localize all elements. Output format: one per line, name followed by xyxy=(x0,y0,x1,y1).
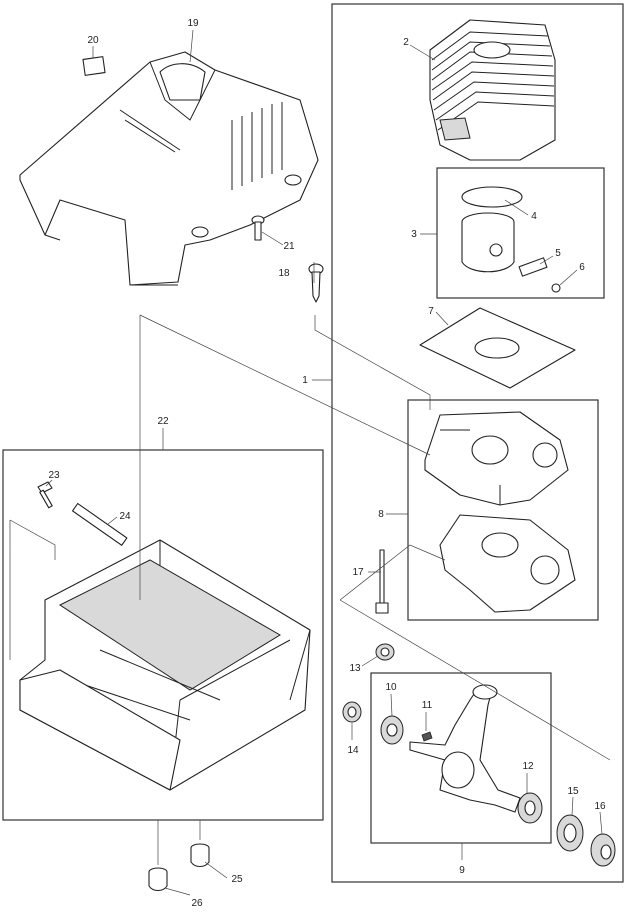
part-number-20: 20 xyxy=(87,35,99,46)
piston-pin-drawing xyxy=(518,257,548,277)
part-number-19: 19 xyxy=(187,18,199,29)
piston-kit-frame xyxy=(436,167,605,299)
crankshaft-drawing xyxy=(409,684,521,813)
part-number-4: 4 xyxy=(531,211,537,222)
part-number-9: 9 xyxy=(459,865,465,876)
piston-drawing xyxy=(461,212,515,273)
part-number-12: 12 xyxy=(522,761,534,772)
bearing-10-drawing xyxy=(380,715,404,745)
part-number-2: 2 xyxy=(403,37,409,48)
spacer-24-drawing xyxy=(72,502,128,546)
screw-21-drawing xyxy=(251,215,265,241)
part-number-25: 25 xyxy=(231,874,243,885)
screw-23-drawing xyxy=(37,481,53,509)
part-number-13: 13 xyxy=(349,663,361,674)
bearing-12-drawing xyxy=(517,792,543,824)
part-number-5: 5 xyxy=(555,248,561,259)
screw-18-drawing xyxy=(308,263,324,303)
crankcase-upper-drawing xyxy=(424,411,569,506)
part-number-14: 14 xyxy=(347,745,359,756)
piston-ring-drawing xyxy=(461,186,523,208)
engine-assembly-frame xyxy=(331,3,624,883)
part-number-18: 18 xyxy=(278,268,290,279)
part-number-11: 11 xyxy=(422,700,433,711)
part-number-7: 7 xyxy=(428,306,434,317)
cylinder-drawing xyxy=(429,19,556,161)
part-number-3: 3 xyxy=(411,229,417,240)
part-number-21: 21 xyxy=(283,241,295,252)
part-number-15: 15 xyxy=(567,786,579,797)
part-number-23: 23 xyxy=(48,470,60,481)
part-number-8: 8 xyxy=(378,509,384,520)
part-number-10: 10 xyxy=(385,682,397,693)
needle-bearing-drawing xyxy=(375,643,395,661)
part-number-17: 17 xyxy=(352,567,364,578)
crankshaft-frame xyxy=(370,672,552,844)
cylinder-cover-drawing xyxy=(19,51,319,286)
circlip-drawing xyxy=(551,283,561,293)
part-number-6: 6 xyxy=(579,262,585,273)
part-labels: 1 2 3 4 5 6 7 8 9 10 11 12 13 14 15 16 1… xyxy=(48,18,606,909)
crankcase-frame xyxy=(407,399,599,621)
crankcase-lower-drawing xyxy=(439,514,576,613)
leader-lines xyxy=(9,29,611,896)
washer-16-drawing xyxy=(590,833,616,867)
part-number-16: 16 xyxy=(594,801,606,812)
damper-25-drawing xyxy=(190,843,210,868)
part-number-26: 26 xyxy=(191,898,203,909)
warning-label-sticker xyxy=(82,56,106,76)
oil-seal-14-drawing xyxy=(342,701,362,723)
bolt-17-drawing xyxy=(375,549,389,614)
key-11-drawing xyxy=(421,731,433,742)
part-number-24: 24 xyxy=(119,511,131,522)
part-number-1: 1 xyxy=(302,375,308,386)
part-number-22: 22 xyxy=(157,416,169,427)
oil-seal-15-drawing xyxy=(556,814,584,852)
damper-26-drawing xyxy=(148,867,168,892)
gasket-drawing xyxy=(419,307,576,389)
engine-frame-drawing xyxy=(19,539,311,791)
